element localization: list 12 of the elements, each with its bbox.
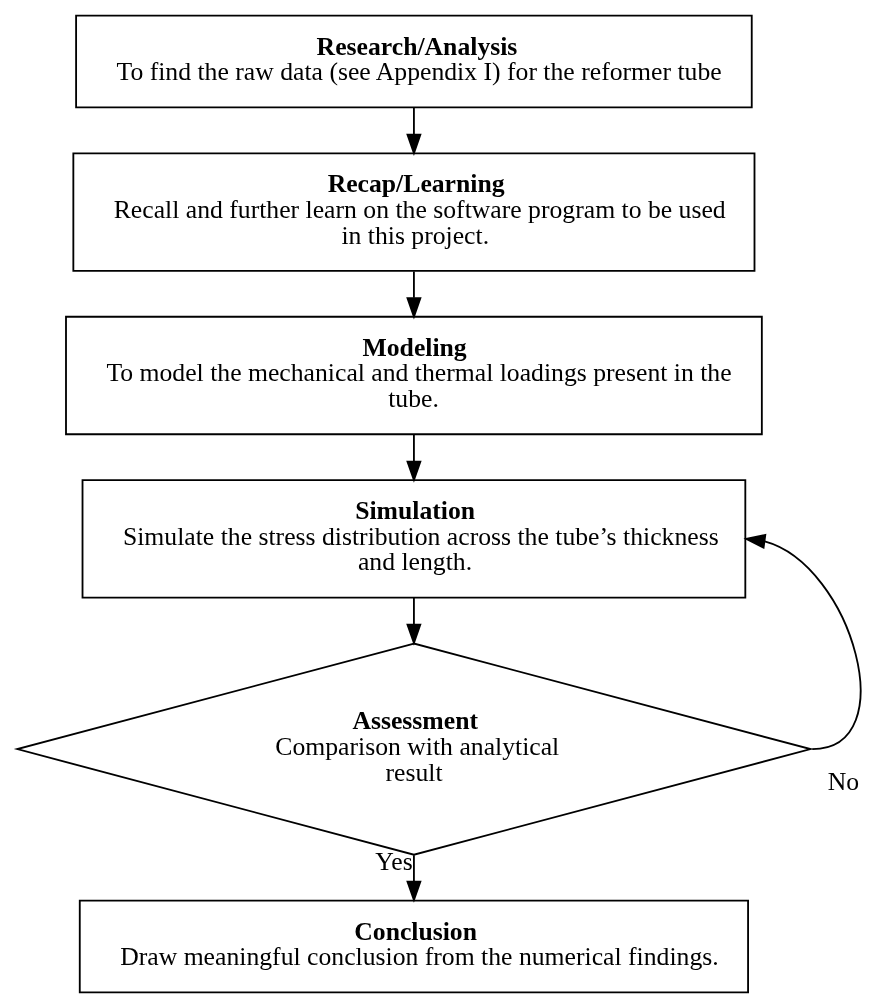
node-box: Conclusion Draw meaningful conclusion from the numerical findings. bbox=[78, 899, 749, 994]
arrow bbox=[743, 533, 862, 751]
edge-label: No bbox=[827, 766, 860, 796]
arrow bbox=[406, 854, 422, 903]
node-box: Research/Analysis To find the raw data (see Appendix I) for the reformer tube bbox=[75, 14, 753, 109]
arrow bbox=[406, 270, 422, 320]
arrow bbox=[406, 596, 422, 646]
node-box: Simulation Simulate the stress distribution across the tube’s thickness and length. bbox=[81, 479, 747, 599]
arrow bbox=[406, 106, 422, 156]
arrow bbox=[406, 434, 422, 483]
node-box: Recap/Learning Recall and further learn on the software program to be used in this project. bbox=[72, 152, 756, 272]
node-box: Modeling To model the mechanical and thermal loadings present in the tube. bbox=[65, 315, 763, 436]
